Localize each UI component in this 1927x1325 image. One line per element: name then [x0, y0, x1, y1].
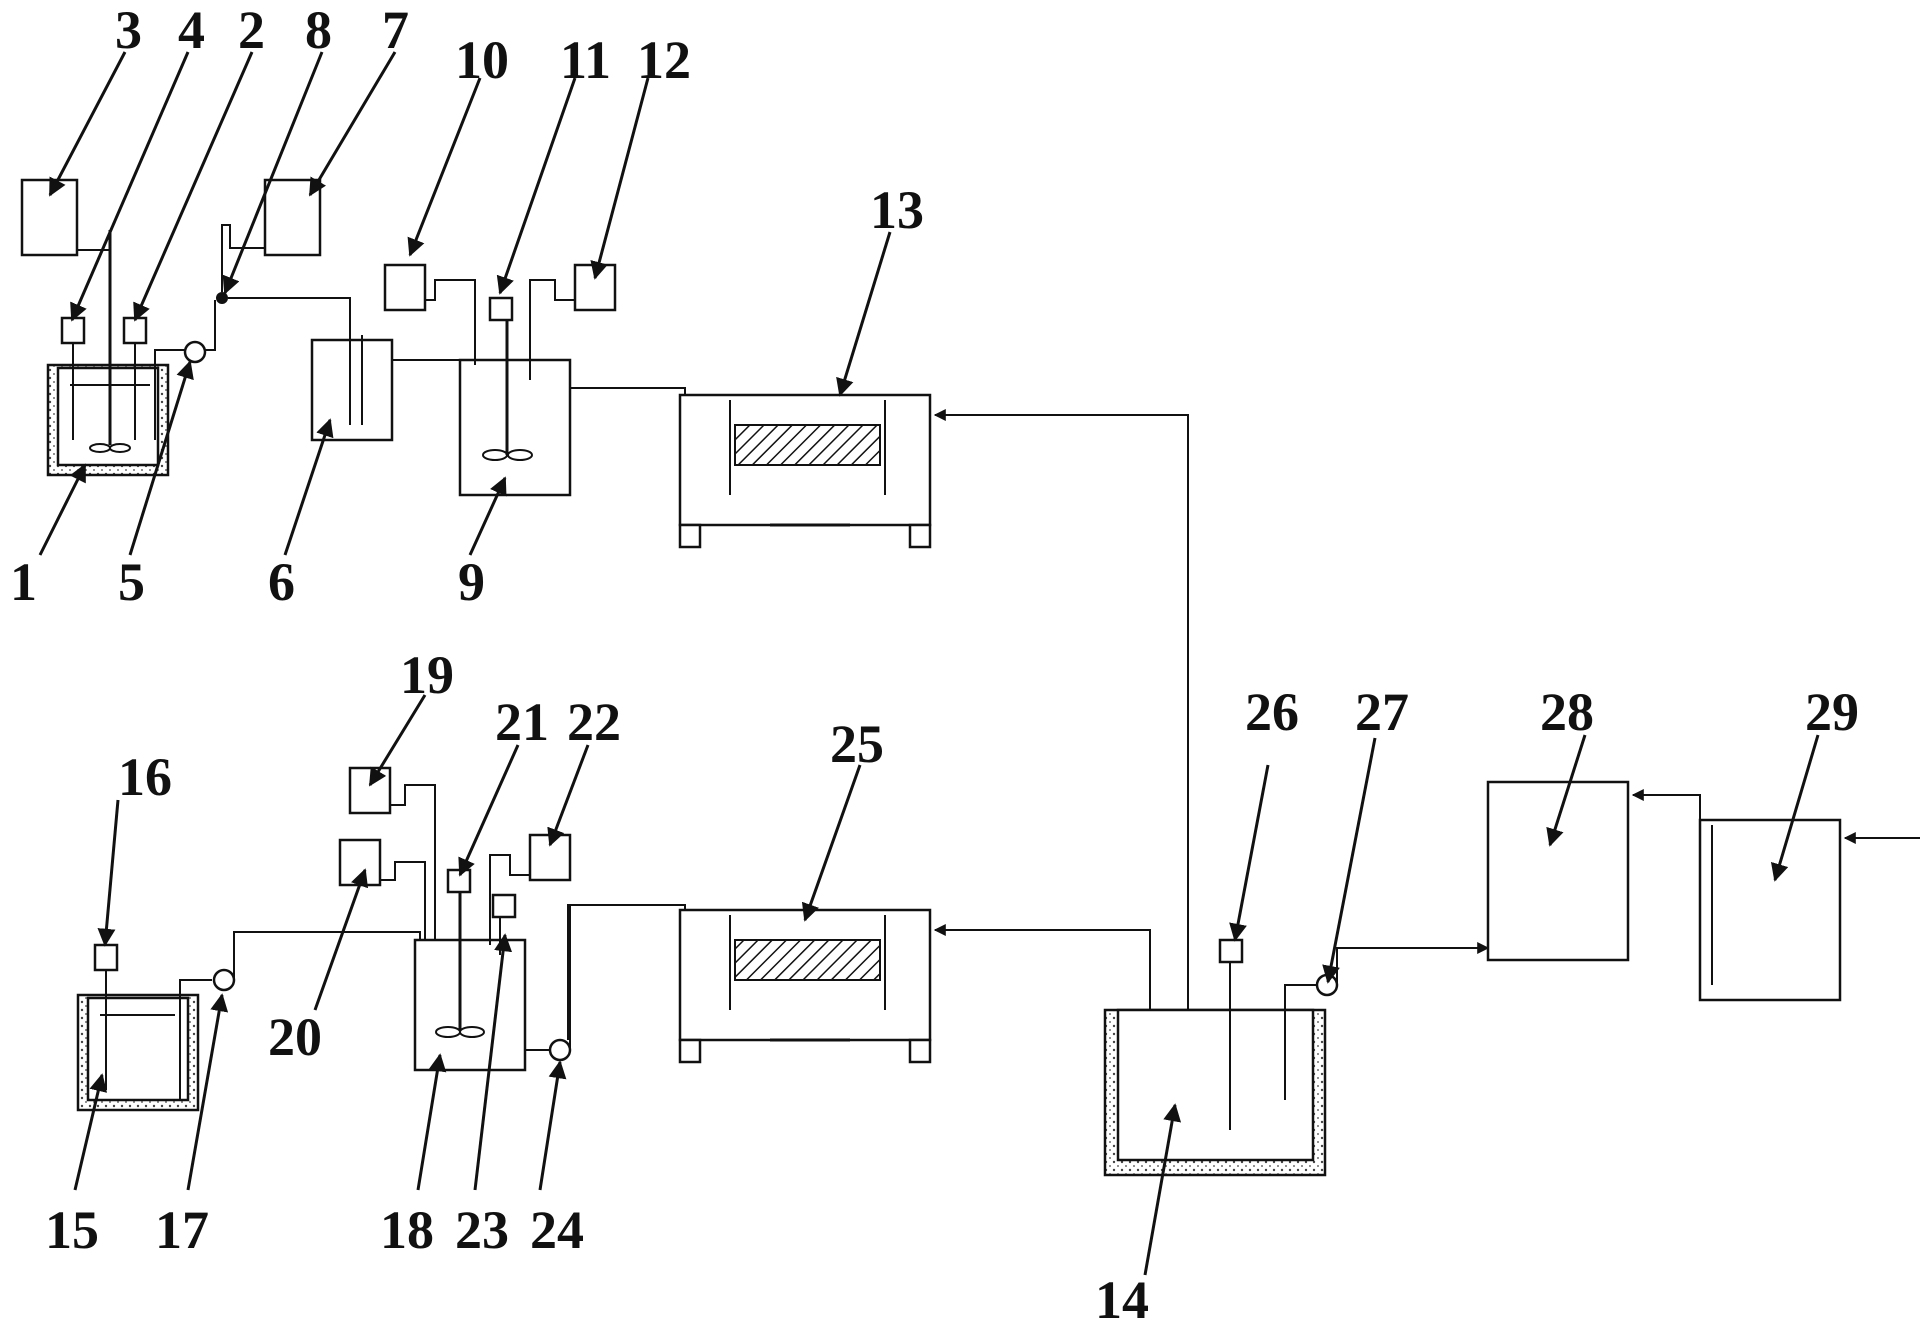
membrane-reactor-13 [678, 393, 932, 549]
label-9: 9 [458, 552, 485, 612]
meter-2 [122, 316, 148, 345]
label-11: 11 [560, 30, 611, 90]
pipe-17-to-18 [233, 931, 421, 980]
tank-15 [76, 993, 200, 1112]
dosing-tank-3 [20, 178, 79, 257]
reactor-tank-1 [46, 230, 170, 477]
label-24: 24 [530, 1200, 584, 1260]
label-18: 18 [380, 1200, 434, 1260]
label-8: 8 [305, 0, 332, 60]
label-22: 22 [567, 692, 621, 752]
pipe-14-to-25 [933, 924, 1151, 1010]
label-7: 7 [382, 0, 409, 60]
label-26: 26 [1245, 682, 1299, 742]
pump-17 [212, 968, 236, 992]
label-17: 17 [155, 1200, 209, 1260]
label-2: 2 [238, 0, 265, 60]
label-28: 28 [1540, 682, 1594, 742]
pump-24 [548, 1038, 572, 1062]
mixing-tank-9 [458, 358, 572, 497]
tank-28 [1486, 780, 1630, 962]
junction-8 [216, 292, 228, 304]
pump-5 [183, 340, 207, 364]
label-12: 12 [637, 30, 691, 90]
meter-23 [491, 893, 517, 919]
dosing-tank-20 [338, 838, 382, 887]
label-10: 10 [455, 30, 509, 90]
label-16: 16 [118, 747, 172, 807]
pump-27 [1315, 973, 1339, 997]
label-25: 25 [830, 714, 884, 774]
label-27: 27 [1355, 682, 1409, 742]
label-4: 4 [178, 0, 205, 60]
label-19: 19 [400, 645, 454, 705]
tank-6 [310, 338, 394, 442]
label-1: 1 [10, 552, 37, 612]
label-13: 13 [870, 180, 924, 240]
dosing-tank-19 [348, 766, 392, 815]
tank-29 [1698, 818, 1842, 1002]
mixing-tank-18 [413, 938, 527, 1072]
label-14: 14 [1095, 1270, 1149, 1325]
label-23: 23 [455, 1200, 509, 1260]
dosing-tank-12 [573, 263, 617, 312]
label-15: 15 [45, 1200, 99, 1260]
label-3: 3 [115, 0, 142, 60]
dosing-tank-10 [383, 263, 427, 312]
collection-tank-14 [1103, 960, 1327, 1177]
meter-16 [93, 943, 119, 972]
meter-11 [488, 296, 514, 322]
pipe-9-to-13 [570, 387, 686, 395]
pipe-8-to-6 [228, 297, 351, 340]
meter-4 [60, 316, 86, 345]
label-29: 29 [1805, 682, 1859, 742]
leader-arrows [38, 51, 1820, 1276]
label-21: 21 [495, 692, 549, 752]
meter-21 [446, 868, 472, 894]
label-20: 20 [268, 1007, 322, 1067]
label-6: 6 [268, 552, 295, 612]
pipe-27-to-28 [1336, 942, 1490, 985]
membrane-reactor-25 [678, 908, 932, 1064]
meter-26 [1218, 938, 1244, 964]
pipe-24-to-25 [567, 904, 686, 1040]
label-5: 5 [118, 552, 145, 612]
return-pipe-14-to-13 [933, 409, 1189, 1030]
pipe-29-to-28 [1631, 789, 1701, 838]
